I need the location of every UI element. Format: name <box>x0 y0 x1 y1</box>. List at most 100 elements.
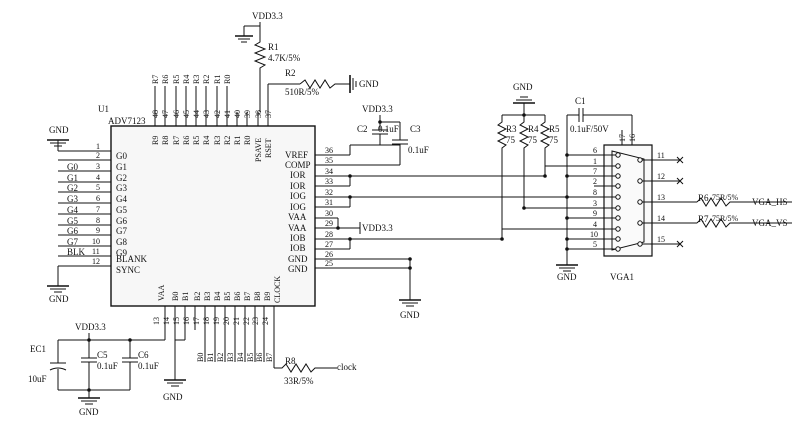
clock-net-label: clock <box>337 362 357 372</box>
bottom-pin-net: B2 <box>216 353 225 362</box>
top-pin-net: R6 <box>161 75 170 84</box>
vga-pin: 9 <box>567 209 621 221</box>
ic-body <box>110 125 316 307</box>
left-pin-name: G1 <box>116 162 127 172</box>
right-pin-number: 27 <box>325 240 333 249</box>
bottom-pin-number: 20 <box>222 317 231 325</box>
left-pin-number: 12 <box>92 257 100 266</box>
r5-ref: R5 <box>549 124 560 134</box>
vga-vs-label: VGA_VS <box>752 218 788 228</box>
left-pin-number: 9 <box>96 226 100 235</box>
left-pin-name: G3 <box>116 183 127 193</box>
bottom-pin-net: B7 <box>265 353 274 362</box>
gnd-label: GND <box>49 125 69 135</box>
clock-pin-name: CLOCK <box>273 276 282 303</box>
vga-pin: 13 <box>637 193 697 205</box>
bottom-pin-name: VAA <box>157 284 166 301</box>
top-pin-number: 44 <box>192 110 201 118</box>
resistor-r7 <box>696 218 792 228</box>
vga-pin: 2 <box>593 177 621 189</box>
left-pin-name: G2 <box>116 173 127 183</box>
bottom-pin-number: 15 <box>172 317 181 325</box>
bottom-pin-name: B5 <box>223 292 232 301</box>
c3-ref: C3 <box>410 124 421 134</box>
top-pin-name: R7 <box>172 136 181 145</box>
top-pin-net: R1 <box>213 75 222 84</box>
right-pin-number: 33 <box>325 177 333 186</box>
left-pin-number: 2 <box>96 151 100 160</box>
left-pin-number: 3 <box>96 162 100 171</box>
left-pin-number: 11 <box>92 247 100 256</box>
bottom-pin: 13 VAA <box>152 284 166 330</box>
r6-ref: R6 <box>698 193 709 203</box>
junction-dot <box>565 216 569 220</box>
left-pin-name: G4 <box>116 194 127 204</box>
r2-value: 510R/5% <box>285 87 320 97</box>
r5-value: 75 <box>549 135 559 145</box>
vdd-label: VDD3.3 <box>362 104 393 114</box>
right-pin-name: IOR <box>290 170 306 180</box>
top-pin-name: R5 <box>192 136 201 145</box>
bottom-pin-number: 22 <box>242 317 251 325</box>
top-pin-number: 39 <box>243 110 252 118</box>
bottom-pin-net: B4 <box>236 353 245 362</box>
c1-ref: C1 <box>575 96 586 106</box>
r2-ref: R2 <box>285 68 296 78</box>
r3-value: 75 <box>506 135 516 145</box>
gnd-label: GND <box>557 272 577 282</box>
c2-value: 0.1uF <box>378 124 399 134</box>
c1-value: 0.1uF/50V <box>570 124 609 134</box>
gnd-label: GND <box>163 392 183 402</box>
vga-pin-number: 2 <box>593 177 597 186</box>
ground-symbol <box>556 264 578 272</box>
r1-ref: R1 <box>268 42 279 52</box>
ground-symbol <box>78 397 100 405</box>
bottom-pin-name: B9 <box>263 292 272 301</box>
left-pin-number: 7 <box>96 205 100 214</box>
vga-pin-number: 6 <box>593 146 597 155</box>
vga-pin: 7 <box>567 167 621 179</box>
bottom-pin-net: B1 <box>206 353 215 362</box>
top-pin-number: 37 <box>264 110 273 118</box>
right-pin-number: 31 <box>325 198 333 207</box>
vga-pin: 1 <box>593 157 621 169</box>
top-pin-name: R9 <box>151 136 160 145</box>
vga-pin-number: 7 <box>593 167 597 176</box>
ic-part-name: ADV7123 <box>108 116 146 126</box>
left-net-label: G1 <box>67 173 78 183</box>
top-pin-name: R1 <box>233 136 242 145</box>
vga-pin: 12 <box>637 172 684 185</box>
resistor-r2 <box>299 79 350 89</box>
bottom-pin-number: 23 <box>251 317 260 325</box>
left-net-label: G6 <box>67 226 78 236</box>
resistor-r6 <box>696 197 792 207</box>
top-pin-number: 42 <box>213 110 222 118</box>
bottom-pin-name: B0 <box>171 292 180 301</box>
top-pin-net: R0 <box>223 75 232 84</box>
bottom-pin-number: 13 <box>152 317 161 325</box>
top-pin-number: 40 <box>233 110 242 118</box>
c3-value: 0.1uF <box>408 145 429 155</box>
vga-pin: 10 <box>567 230 621 242</box>
right-pin-name: VREF <box>285 150 308 160</box>
top-pin-name: PSAVE <box>254 138 263 162</box>
junction-dot <box>87 388 91 392</box>
capacitor-ec1-plate <box>49 367 67 371</box>
top-pin-name: R8 <box>161 136 170 145</box>
bottom-pin-name: B6 <box>233 292 242 301</box>
bottom-pin-number: 19 <box>212 317 221 325</box>
right-pin-number: 36 <box>325 146 333 155</box>
